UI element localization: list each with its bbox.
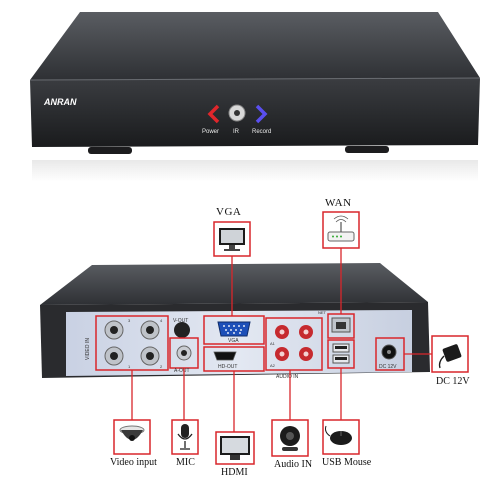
callout-lines — [131, 248, 432, 432]
v-out-label: V-OUT — [173, 318, 188, 324]
vga-callout-label: VGA — [216, 206, 242, 218]
dc-adapter-callout — [431, 335, 469, 373]
v-out-port — [174, 322, 190, 338]
vga-port — [217, 321, 251, 337]
svg-text:ANRAN: ANRAN — [43, 97, 77, 107]
hdmi-tv-callout — [215, 431, 255, 465]
channel-label: 2 — [160, 364, 163, 369]
usb-mouse-callout-label: USB Mouse — [322, 457, 372, 468]
net-label: NET — [318, 310, 327, 315]
dvr-top-lid — [30, 12, 480, 80]
rca-jack — [299, 347, 313, 361]
audio-in-jacks — [275, 325, 313, 361]
audio-pickup-icon — [280, 426, 300, 451]
brand-logo: ANRAN — [43, 97, 77, 107]
router-icon — [327, 215, 355, 242]
wan-router-callout — [322, 211, 360, 249]
record-indicator-icon — [255, 104, 268, 124]
audio-in-callout — [271, 419, 309, 457]
a-out-label: A-OUT — [174, 368, 190, 374]
hdmi-port — [213, 351, 237, 361]
a-out-port — [176, 345, 192, 361]
a1-label: A1 — [270, 341, 276, 346]
dc-port-label: DC 12V — [379, 364, 397, 370]
rca-jack — [299, 325, 313, 339]
wan-callout-label: WAN — [325, 197, 352, 209]
ethernet-port — [331, 317, 351, 333]
bnc-video-inputs: 3 4 1 2 — [95, 315, 169, 371]
vga-monitor-callout — [213, 221, 251, 257]
record-label: Record — [252, 129, 271, 135]
video-in-port-label: VIDEO IN — [85, 338, 91, 360]
rear-dvr-top-lid — [40, 263, 428, 305]
channel-label: 4 — [160, 318, 163, 323]
dome-camera-icon — [119, 425, 145, 441]
dvr-foot-left — [88, 147, 132, 154]
hdmi-callout-label: HDMI — [221, 467, 248, 478]
mic-callout — [171, 419, 199, 455]
ir-label: IR — [233, 129, 240, 135]
hd-out-label: HD-OUT — [218, 364, 237, 370]
video-input-callout-label: Video input — [110, 457, 157, 468]
mic-callout-label: MIC — [176, 457, 195, 468]
audio-in-port-label: AUDIO IN — [276, 374, 299, 380]
connector-plate — [66, 310, 412, 376]
video-input-callout — [113, 419, 151, 455]
audio-in-callout-label: Audio IN — [274, 459, 313, 470]
bnc-port — [140, 346, 160, 366]
dc-power-port — [381, 344, 397, 360]
vga-port-label: VGA — [228, 338, 239, 344]
tv-icon — [220, 436, 250, 460]
a2-label: A2 — [270, 363, 276, 368]
channel-label: 3 — [128, 318, 131, 323]
front-view-dvr: ANRAN Power IR Record — [29, 12, 481, 182]
power-indicator-icon — [207, 104, 220, 124]
rca-jack — [275, 347, 289, 361]
dvr-foot-right — [345, 146, 389, 153]
rear-view-dvr: VIDEO IN 3 4 1 2 — [40, 263, 430, 380]
microphone-icon — [177, 424, 193, 450]
rca-jack — [275, 325, 289, 339]
monitor-icon — [219, 228, 245, 251]
bnc-port — [104, 320, 124, 340]
channel-label: 1 — [128, 364, 131, 369]
power-label: Power — [202, 129, 219, 135]
power-adapter-icon — [438, 344, 462, 369]
bnc-port — [104, 346, 124, 366]
dvr-front-face — [30, 78, 480, 147]
usb-ports — [332, 343, 350, 364]
bnc-port — [140, 320, 160, 340]
dc-12v-callout-label: DC 12V — [436, 376, 470, 387]
mouse-icon — [325, 425, 352, 445]
usb-mouse-callout — [322, 419, 360, 455]
